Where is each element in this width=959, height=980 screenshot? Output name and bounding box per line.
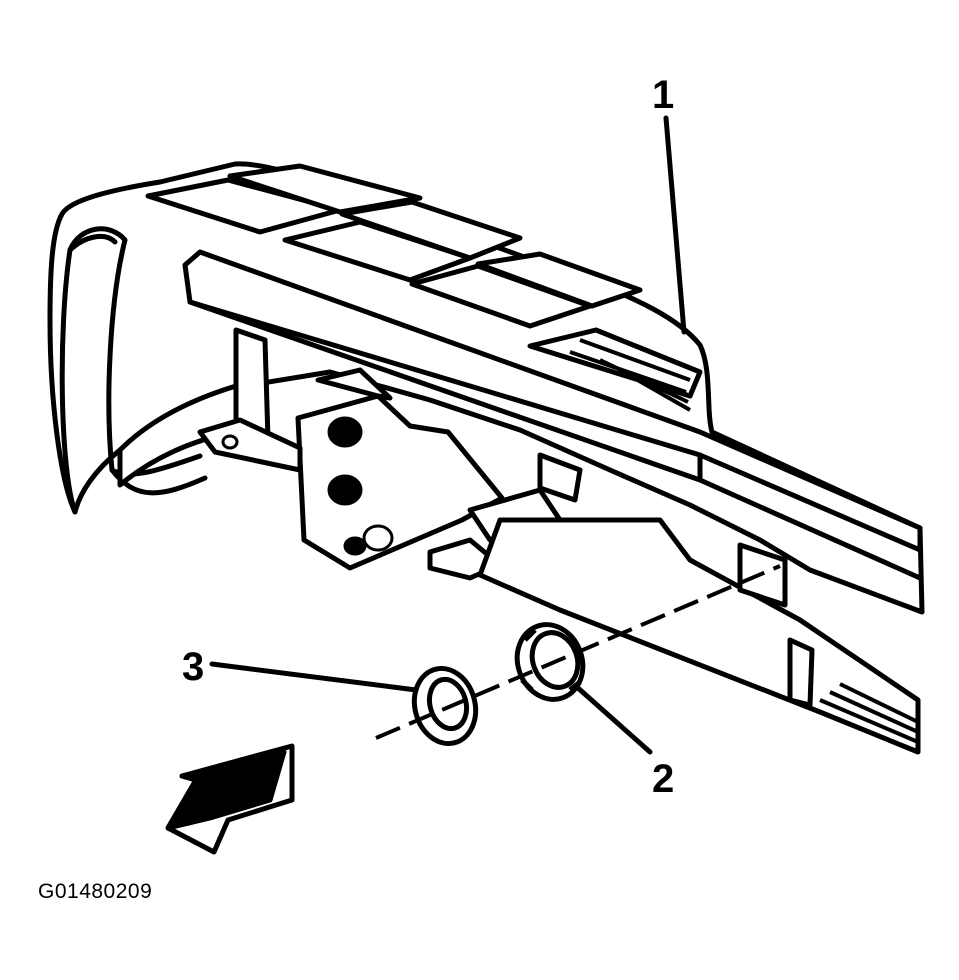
leader-lines — [209, 115, 687, 755]
figure-id: G01480209 — [38, 880, 153, 903]
assembly-centerline — [375, 564, 781, 740]
callout-1: 1 — [652, 73, 674, 117]
callout-3: 3 — [182, 645, 204, 689]
lower-rail — [477, 452, 921, 755]
washer-part-3 — [411, 665, 479, 747]
step-pad-grooves — [569, 338, 691, 412]
direction-arrow — [165, 743, 295, 855]
callout-2: 2 — [652, 757, 674, 801]
lower-rail-grooves — [819, 682, 919, 744]
bracket-bolts — [221, 416, 394, 556]
